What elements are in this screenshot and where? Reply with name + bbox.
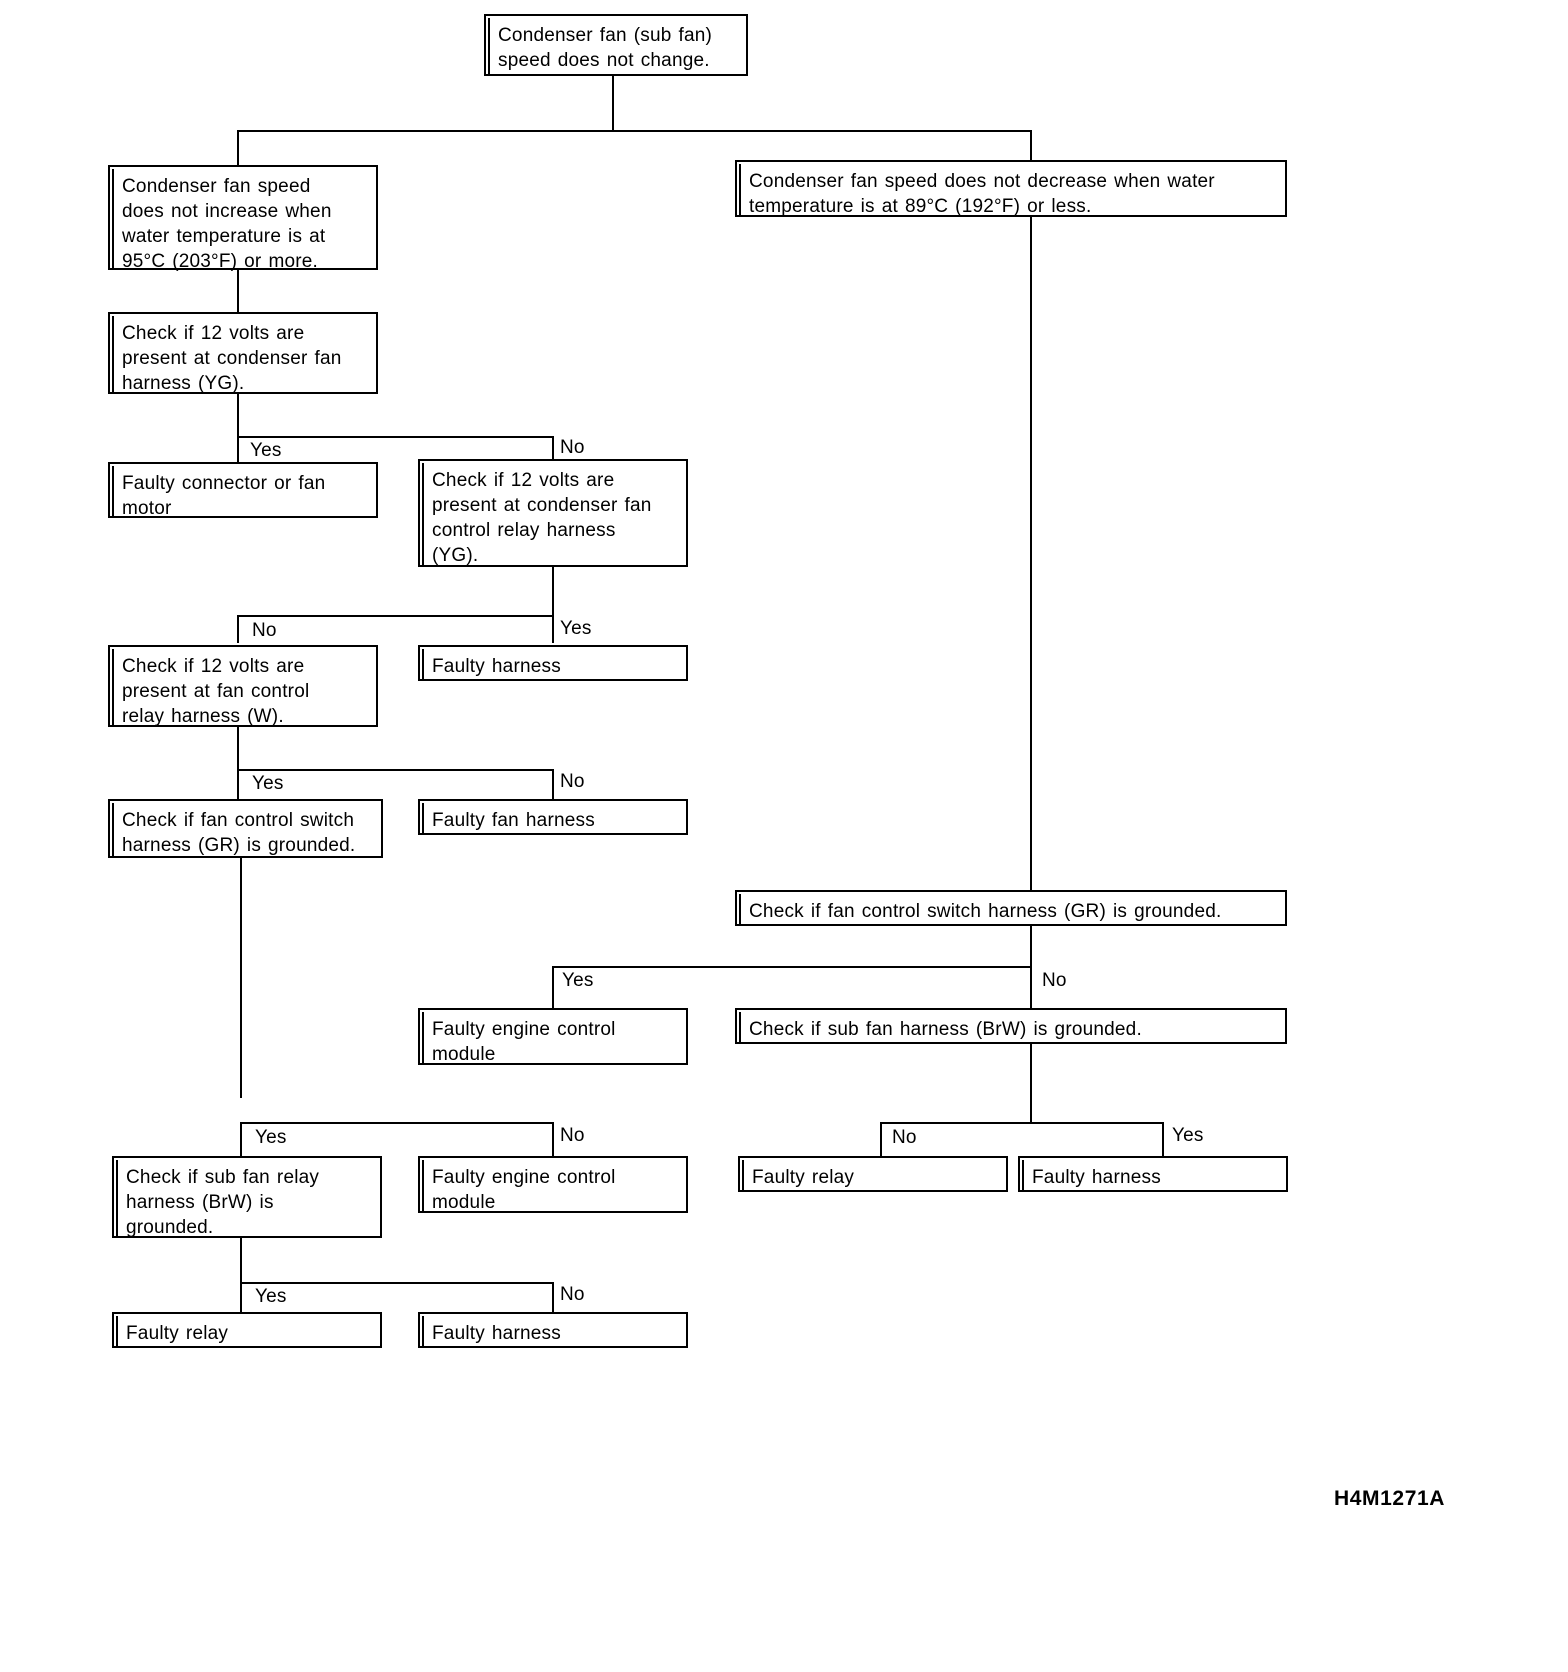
connector-r2-no — [880, 1122, 882, 1156]
edge-label-l2-yes: Yes — [560, 618, 592, 639]
node-faulty-harness-right: Faulty harness — [1018, 1156, 1288, 1192]
connector-root-split — [237, 130, 1032, 132]
connector-to-left-branch — [237, 130, 239, 165]
connector-check5-yes — [240, 1122, 242, 1156]
connector-r2-split — [880, 1122, 1164, 1124]
connector-r1-no — [1030, 966, 1032, 1008]
edge-label-l3-no: No — [560, 771, 585, 792]
connector-check3-stem — [237, 727, 239, 769]
connector-check3-no — [552, 769, 554, 799]
edge-label-l6-yes: Yes — [255, 1286, 287, 1307]
connector-check4-yes — [552, 966, 554, 1008]
node-faulty-relay-left: Faulty relay — [112, 1312, 382, 1348]
connector-left-branch-to-check1 — [237, 270, 239, 312]
connector-check3-yes — [237, 769, 239, 799]
connector-check6-split — [240, 1282, 554, 1284]
connector-right-long-stem — [1030, 217, 1032, 890]
node-faulty-fan-harness: Faulty fan harness — [418, 799, 688, 835]
edge-label-l2-no: No — [252, 620, 277, 641]
node-faulty-harness-1: Faulty harness — [418, 645, 688, 681]
connector-check6-no — [552, 1282, 554, 1312]
edge-label-l5-no: No — [560, 1125, 585, 1146]
figure-code: H4M1271A — [1334, 1487, 1446, 1510]
connector-root-stem — [612, 76, 614, 130]
connector-check6-yes — [240, 1282, 242, 1312]
connector-check4-split — [552, 966, 1032, 968]
connector-check2-yes — [552, 615, 554, 643]
node-faulty-harness-left: Faulty harness — [418, 1312, 688, 1348]
connector-to-right-branch — [1030, 130, 1032, 160]
connector-check1-yes — [237, 436, 239, 462]
edge-label-l1-yes: Yes — [250, 440, 282, 461]
node-faulty-relay-right: Faulty relay — [738, 1156, 1008, 1192]
connector-check5-split — [240, 1122, 554, 1124]
edge-label-l4-yes: Yes — [562, 970, 594, 991]
edge-label-l1-no: No — [560, 437, 585, 458]
edge-label-l5-yes: Yes — [255, 1127, 287, 1148]
connector-check1-split — [237, 436, 554, 438]
connector-check1-stem — [237, 394, 239, 436]
connector-check2-stem — [552, 567, 554, 615]
node-right-branch: Condenser fan speed does not decrease wh… — [735, 160, 1287, 217]
connector-check1-no — [552, 436, 554, 462]
connector-check6-stem — [240, 1238, 242, 1282]
node-check-fan-control-switch-gr-right: Check if fan control switch harness (GR)… — [735, 890, 1287, 926]
connector-check4-stem — [240, 858, 242, 1098]
node-check-sub-fan-harness-brw: Check if sub fan harness (BrW) is ground… — [735, 1008, 1287, 1044]
connector-check3-split — [237, 769, 554, 771]
edge-label-r2-no: No — [892, 1127, 917, 1148]
connector-check5-no — [552, 1122, 554, 1156]
node-root: Condenser fan (sub fan)speed does not ch… — [484, 14, 748, 76]
edge-label-l6-no: No — [560, 1284, 585, 1305]
edge-label-r1-no: No — [1042, 970, 1067, 991]
connector-r2-yes — [1162, 1122, 1164, 1156]
connector-check2-no — [237, 615, 239, 643]
connector-r2-stem — [1030, 1044, 1032, 1122]
connector-r1-stem — [1030, 926, 1032, 966]
edge-label-l3-yes: Yes — [252, 773, 284, 794]
edge-label-r2-yes: Yes — [1172, 1125, 1204, 1146]
connector-check2-split — [237, 615, 554, 617]
